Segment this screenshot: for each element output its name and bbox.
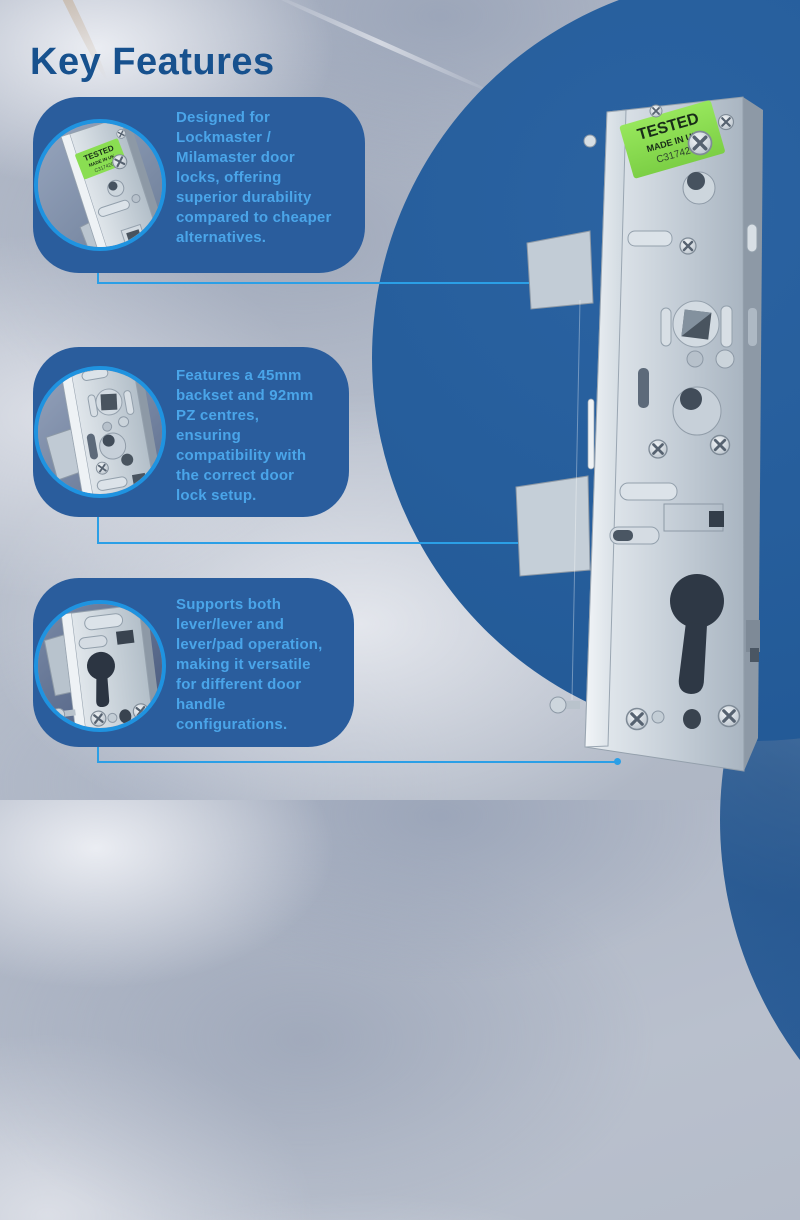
mini-hole [118,416,130,428]
mini-boss-dark [108,181,118,191]
connector-line [97,542,529,544]
connector-line [97,761,617,763]
feature-photo-lock-bottom [34,600,166,732]
mini-square-hole [115,629,135,645]
mini-spindle-hole [100,393,118,411]
feature-text-2: Features a 45mm backset and 92mm PZ cent… [176,367,314,504]
mini-recess-dark [102,434,115,447]
connector-line [97,282,553,284]
feature-photo-lock-top-illustration: TESTED MADE IN UK C317420 [38,123,162,247]
mini-hole [107,712,118,723]
mini-hole [131,194,141,204]
feature-photo-lock-bottom-illustration [38,604,162,728]
hero-circle-backdrop [372,0,800,741]
mini-slot [97,199,130,217]
mini-dark-hole [121,453,134,466]
mini-faceplate [60,133,113,247]
feature-text-1: Designed for Lockmaster / Milamaster doo… [176,109,332,246]
marble-vein [260,0,500,98]
side-screw-stem [560,701,580,709]
feature-photo-lock-top: TESTED MADE IN UK C317420 [34,119,166,251]
connector-endpoint-dot [614,758,621,765]
mini-faceplate [60,370,96,494]
mini-hole [102,421,113,432]
connector-line [97,732,99,763]
connector-endpoint-dot [526,540,533,547]
mini-dark-hole [119,709,132,724]
connector-endpoint-dot [550,280,557,287]
mini-slot [78,635,108,650]
feature-text-3: Supports both lever/lever and lever/pad … [176,596,323,733]
mini-slot [84,613,124,631]
mini-dark-slot [86,433,98,460]
side-screw-head [549,696,567,714]
mini-faceplate [61,612,88,728]
feature-photo-lock-middle [34,366,166,498]
mini-slot [81,370,109,381]
mini-slot [96,476,128,491]
connector-line [97,498,99,544]
mini-euro-keyhole [86,651,115,708]
mini-side [129,370,162,494]
mini-slot [123,390,135,415]
page-title: Key Features [30,41,275,84]
feature-photo-lock-middle-illustration [38,370,162,494]
mini-slot [87,394,99,418]
